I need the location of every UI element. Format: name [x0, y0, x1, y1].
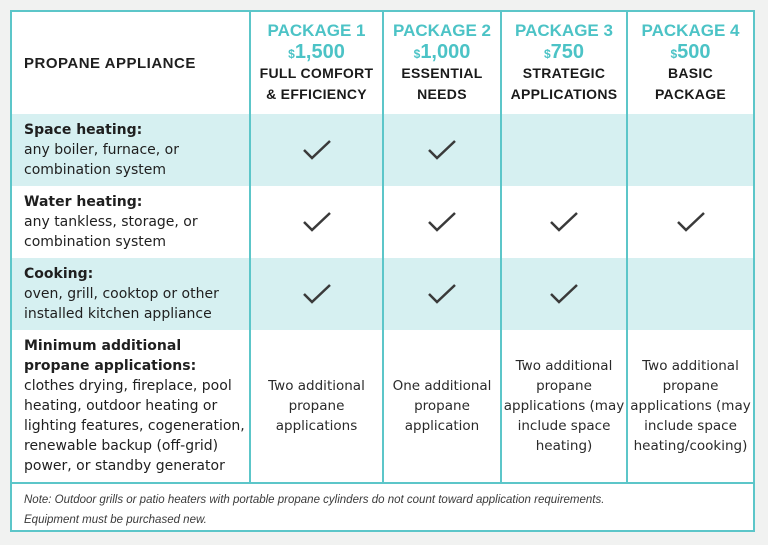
package-1-requirement: Two additional propane applications [268, 378, 365, 434]
checkmark-icon [428, 140, 456, 160]
checkmark-icon [302, 140, 331, 160]
package-4-requirement: Two additional propane applications (may… [630, 358, 751, 454]
package-2-requirement: One additional propane application [392, 378, 492, 434]
checkmark-icon [302, 212, 331, 232]
package-3-requirement: Two additional propane applications (may… [503, 358, 625, 454]
column-header-appliance: PROPANE APPLIANCE [24, 54, 196, 72]
table-row-cooking: Cooking:oven, grill, cooktop or other in… [12, 258, 753, 330]
footnote: Note: Outdoor grills or patio heaters wi… [12, 482, 753, 530]
checkmark-icon [676, 212, 705, 232]
table-row-space-heating: Space heating:any boiler, furnace, or co… [12, 114, 753, 186]
checkmark-icon [428, 212, 456, 232]
table-row-additional-applications: Minimum additional propane applications:… [12, 330, 753, 482]
checkmark-icon [428, 284, 456, 304]
checkmark-icon [302, 284, 331, 304]
checkmark-icon [550, 212, 578, 232]
checkmark-icon [550, 284, 578, 304]
table-row-water-heating: Water heating:any tankless, storage, or … [12, 186, 753, 258]
